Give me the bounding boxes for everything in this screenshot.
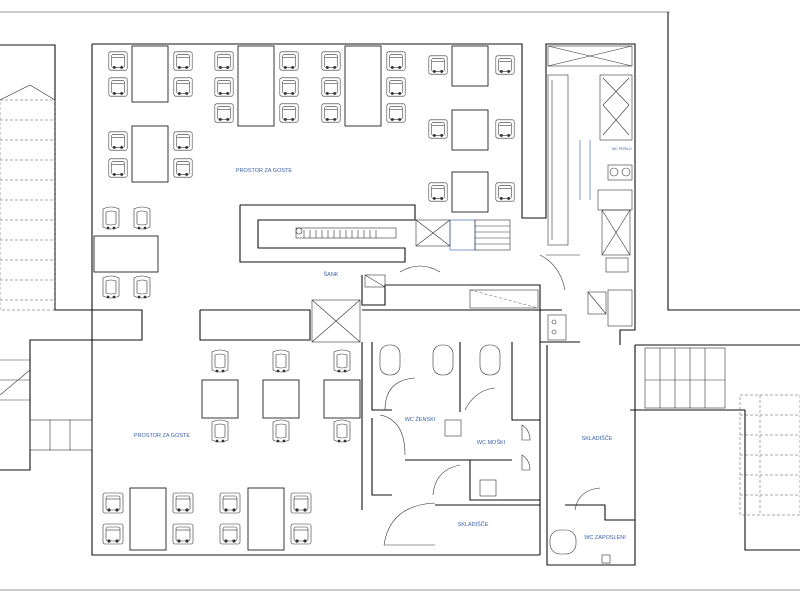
kitchen-equipment: WC PERILO	[547, 45, 633, 341]
label-bar: ŠANK	[324, 271, 339, 278]
upper-dining-tables	[93, 45, 489, 273]
label-wc-staff: WC ZAPOSLENI	[584, 535, 626, 541]
wc-walls	[361, 342, 635, 564]
label-wc-women: WC ŽENSKI	[405, 415, 436, 423]
label-guests-upper: PROSTOR ZA GOSTE	[236, 168, 292, 174]
bar-counter	[239, 204, 511, 263]
left-staircase	[0, 84, 93, 451]
outer-walls	[0, 12, 800, 566]
right-staircase	[644, 347, 800, 516]
service-area-walls	[199, 254, 580, 343]
label-storage-small: SKLADIŠČE	[458, 521, 489, 528]
svg-text:WC PERILO: WC PERILO	[612, 147, 632, 151]
lower-dining-tables	[129, 379, 361, 551]
label-storage-right: SKLADIŠČE	[582, 435, 613, 442]
label-guests-lower: PROSTOR ZA GOSTE	[134, 433, 190, 439]
label-wc-men: WC MOŠKI	[477, 439, 506, 446]
